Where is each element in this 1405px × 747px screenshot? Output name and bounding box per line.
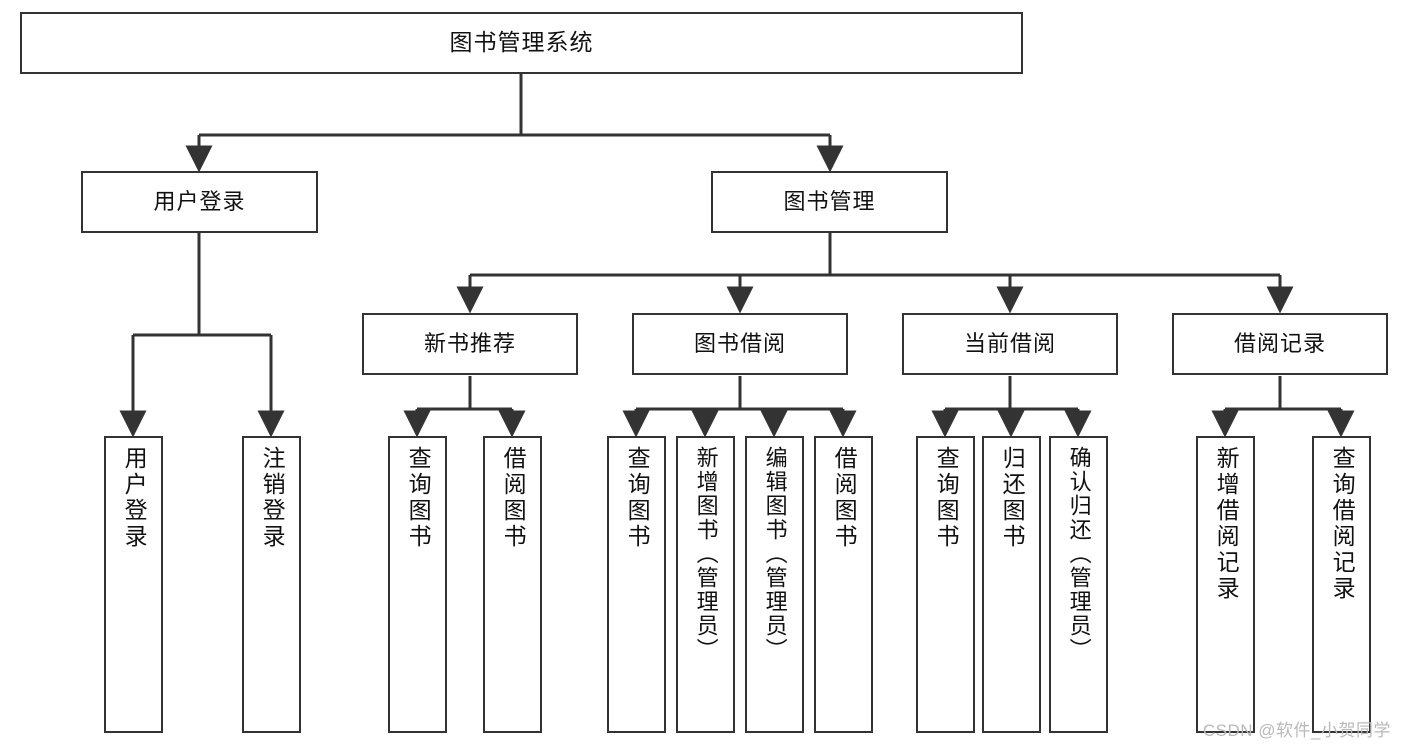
node-label: 当前借阅 bbox=[963, 331, 1056, 357]
node-label: 借阅图书 bbox=[500, 446, 527, 550]
node-leaf-add-book[interactable]: 新增图书（管理员） bbox=[676, 436, 735, 733]
node-label: 新增借阅记录 bbox=[1213, 446, 1240, 602]
node-label: 新书推荐 bbox=[423, 331, 516, 357]
node-label: 查询图书 bbox=[405, 446, 432, 550]
node-label: 注销登录 bbox=[259, 446, 286, 550]
watermark-text: CSDN @软件_小贺同学 bbox=[1202, 721, 1391, 740]
node-leaf-query-book-borrow[interactable]: 查询图书 bbox=[607, 436, 666, 733]
node-leaf-query-book-recommend[interactable]: 查询图书 bbox=[388, 436, 447, 733]
node-label: 查询图书 bbox=[933, 446, 960, 550]
node-leaf-add-borrow-record[interactable]: 新增借阅记录 bbox=[1196, 436, 1255, 733]
node-label: 确认归还（管理员） bbox=[1066, 446, 1092, 662]
node-label: 借阅图书 bbox=[831, 446, 858, 550]
node-leaf-return-book[interactable]: 归还图书 bbox=[982, 436, 1041, 733]
node-leaf-query-book-current[interactable]: 查询图书 bbox=[916, 436, 975, 733]
node-label: 归还图书 bbox=[999, 446, 1026, 550]
node-book-borrow[interactable]: 图书借阅 bbox=[632, 313, 848, 375]
node-root-book-management-system[interactable]: 图书管理系统 bbox=[20, 12, 1023, 74]
node-label: 用户登录 bbox=[121, 446, 148, 550]
node-leaf-query-borrow-record[interactable]: 查询借阅记录 bbox=[1312, 436, 1371, 733]
node-label: 图书借阅 bbox=[693, 331, 786, 357]
node-label: 查询借阅记录 bbox=[1329, 446, 1356, 602]
node-leaf-edit-book[interactable]: 编辑图书（管理员） bbox=[745, 436, 804, 733]
node-label: 图书管理系统 bbox=[449, 29, 594, 56]
node-leaf-user-login[interactable]: 用户登录 bbox=[104, 436, 163, 733]
node-leaf-confirm-return[interactable]: 确认归还（管理员） bbox=[1049, 436, 1108, 733]
node-new-book-recommend[interactable]: 新书推荐 bbox=[362, 313, 578, 375]
node-label: 借阅记录 bbox=[1233, 331, 1326, 357]
node-borrow-record[interactable]: 借阅记录 bbox=[1172, 313, 1388, 375]
node-label: 用户登录 bbox=[153, 189, 246, 215]
node-label: 图书管理 bbox=[783, 189, 876, 215]
node-leaf-borrow-book-recommend[interactable]: 借阅图书 bbox=[483, 436, 542, 733]
node-user-login[interactable]: 用户登录 bbox=[81, 171, 318, 233]
node-leaf-borrow-book[interactable]: 借阅图书 bbox=[814, 436, 873, 733]
node-label: 新增图书（管理员） bbox=[693, 446, 719, 662]
node-label: 查询图书 bbox=[624, 446, 651, 550]
node-current-borrow[interactable]: 当前借阅 bbox=[902, 313, 1118, 375]
node-book-manage[interactable]: 图书管理 bbox=[711, 171, 948, 233]
node-leaf-user-logout[interactable]: 注销登录 bbox=[242, 436, 301, 733]
node-label: 编辑图书（管理员） bbox=[762, 446, 788, 662]
